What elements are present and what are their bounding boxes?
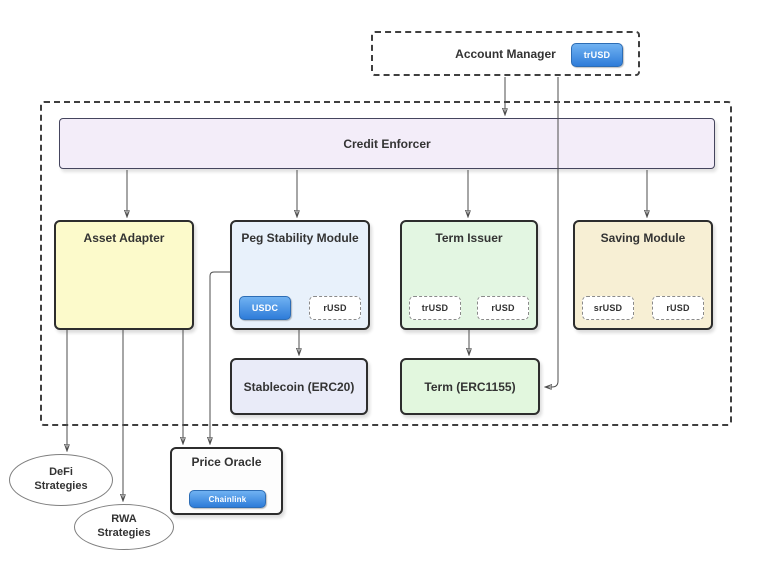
term-issuer-badge-row: trUSD rUSD <box>409 296 529 320</box>
peg-stability-module-label: Peg Stability Module <box>241 231 359 245</box>
node-defi-strategies: DeFi Strategies <box>9 454 113 506</box>
token-badge-srusd: srUSD <box>582 296 634 320</box>
asset-adapter-label: Asset Adapter <box>83 231 165 245</box>
stablecoin-erc20-label: Stablecoin (ERC20) <box>243 379 355 394</box>
term-issuer-label: Term Issuer <box>435 231 503 245</box>
node-credit-enforcer: Credit Enforcer <box>59 118 715 169</box>
rwa-strategies-label: RWA Strategies <box>97 513 151 539</box>
token-badge-trusd: trUSD <box>571 43 623 67</box>
term-erc1155-label: Term (ERC1155) <box>424 379 516 394</box>
token-badge-rusd: rUSD <box>477 296 529 320</box>
node-peg-stability-module: Peg Stability Module USDC rUSD <box>230 220 370 330</box>
node-saving-module: Saving Module srUSD rUSD <box>573 220 713 330</box>
node-rwa-strategies: RWA Strategies <box>74 504 174 550</box>
chainlink-badge: Chainlink <box>189 490 266 508</box>
account-manager-label: Account Manager <box>455 46 556 61</box>
defi-strategies-label: DeFi Strategies <box>34 466 88 492</box>
saving-module-badge-row: srUSD rUSD <box>582 296 704 320</box>
token-badge-rusd: rUSD <box>652 296 704 320</box>
node-term-erc1155: Term (ERC1155) <box>400 358 540 415</box>
token-badge-trusd: trUSD <box>409 296 461 320</box>
node-price-oracle: Price Oracle Chainlink <box>170 447 283 515</box>
node-asset-adapter: Asset Adapter <box>54 220 194 330</box>
credit-enforcer-label: Credit Enforcer <box>343 136 431 151</box>
saving-module-label: Saving Module <box>600 231 686 245</box>
node-term-issuer: Term Issuer trUSD rUSD <box>400 220 538 330</box>
token-badge-usdc: USDC <box>239 296 291 320</box>
peg-stability-badge-row: USDC rUSD <box>239 296 361 320</box>
node-account-manager: Account Manager trUSD <box>371 31 640 76</box>
node-stablecoin-erc20: Stablecoin (ERC20) <box>230 358 368 415</box>
price-oracle-label: Price Oracle <box>191 455 262 469</box>
protocol-boundary-frame <box>40 101 732 426</box>
token-badge-rusd: rUSD <box>309 296 361 320</box>
